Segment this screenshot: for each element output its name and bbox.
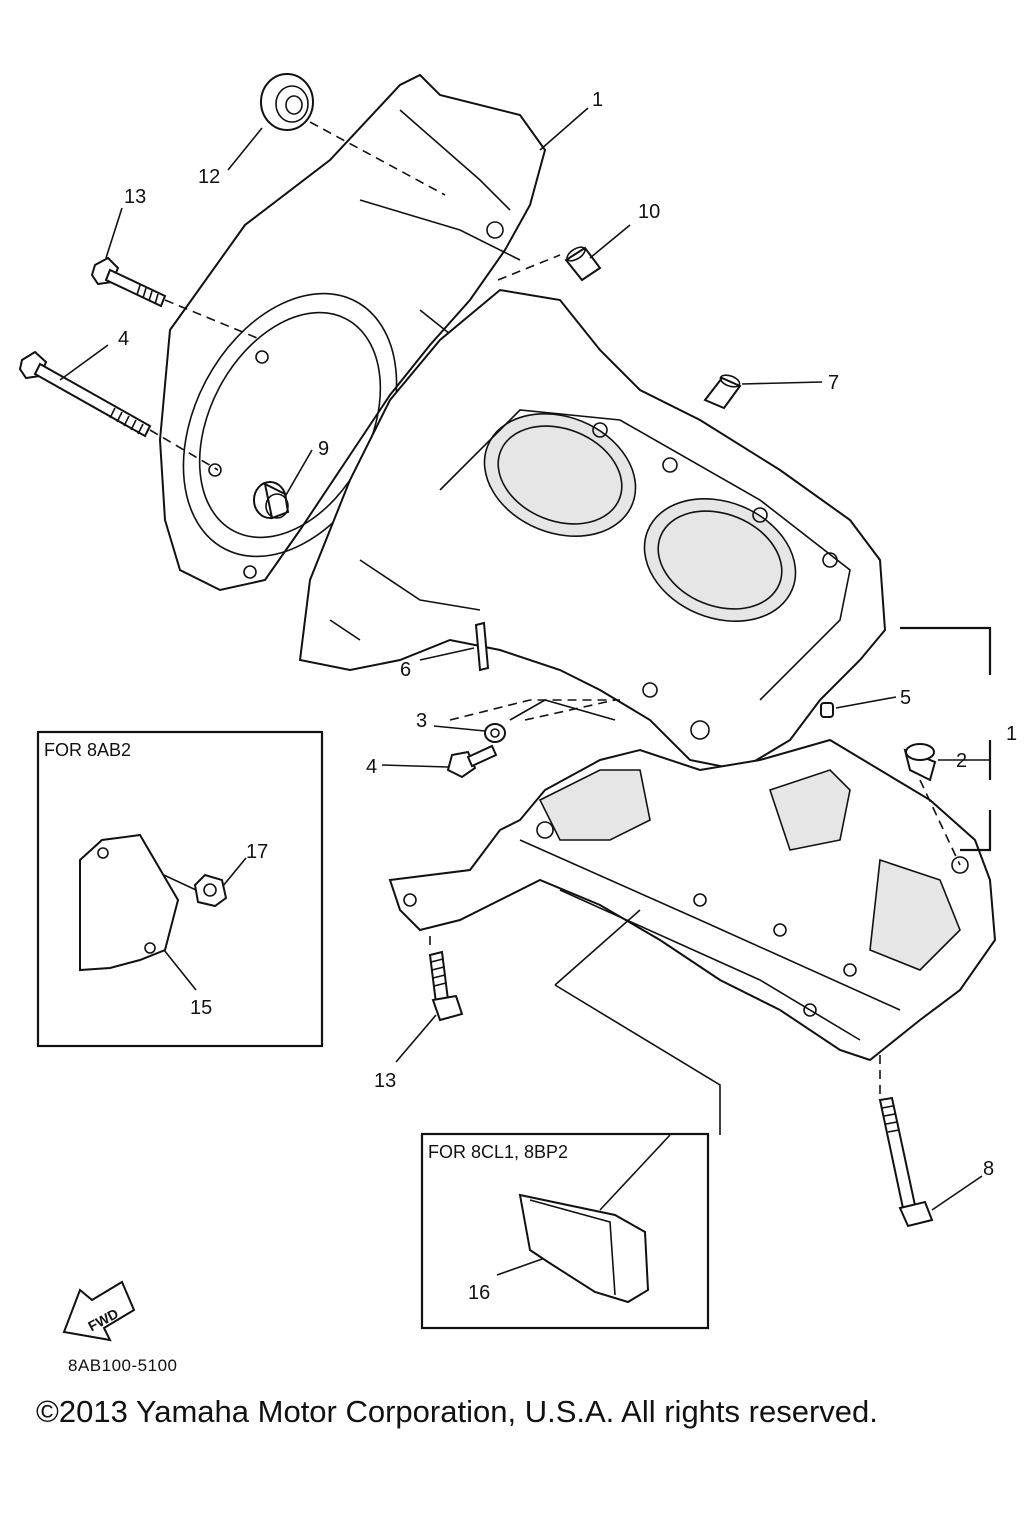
callout-3: 3: [416, 710, 427, 732]
callout-labels: 1 1 2 3 4 4 5 6 7 8 9 10 12 13 13 15 16 …: [118, 89, 1017, 1304]
bolt-bottom-part: [428, 950, 464, 1022]
callout-15: 15: [190, 997, 212, 1019]
crankcase-cover-drawing: [158, 73, 547, 592]
callout-1-top: 1: [592, 89, 603, 111]
long-bolt-part: [18, 350, 152, 438]
leader-lines: [59, 107, 992, 1276]
dowel-pin-part: [564, 246, 602, 282]
bearing-part: [260, 73, 314, 131]
callout-1-right: 1: [1006, 723, 1017, 745]
long-bolt-bottom-part: [878, 1096, 934, 1228]
callout-5: 5: [900, 687, 911, 709]
callout-4-bottom: 4: [366, 756, 377, 778]
callout-7: 7: [828, 372, 839, 394]
callout-2: 2: [956, 750, 967, 772]
callout-4-top: 4: [118, 328, 129, 350]
plug-part: [703, 374, 742, 410]
inset-8ab2: FOR 8AB2: [36, 730, 324, 1048]
callout-13-bottom: 13: [374, 1070, 396, 1092]
callout-9: 9: [318, 438, 329, 460]
callout-6: 6: [400, 659, 411, 681]
cap-part: [903, 743, 937, 782]
callout-13-top: 13: [124, 186, 146, 208]
bolt-top-part: [90, 256, 167, 308]
callout-10: 10: [638, 201, 660, 223]
inset-8cl1: FOR 8CL1, 8BP2: [420, 1132, 710, 1330]
fwd-arrow-icon: FWD: [62, 1280, 136, 1342]
pin-part: [474, 621, 490, 672]
small-pin-part: [820, 702, 834, 718]
washer-part: [484, 723, 506, 743]
inset-8ab2-title: FOR 8AB2: [44, 740, 131, 760]
lower-crankcase-drawing: [388, 738, 997, 1062]
callout-12: 12: [198, 166, 220, 188]
bushing-part: [253, 481, 290, 520]
short-bolt-part: [446, 744, 498, 779]
callout-8: 8: [983, 1158, 994, 1180]
copyright-notice: ©2013 Yamaha Motor Corporation, U.S.A. A…: [36, 1394, 878, 1429]
inset-8cl1-title: FOR 8CL1, 8BP2: [428, 1142, 568, 1162]
callout-16: 16: [468, 1282, 490, 1304]
upper-crankcase-drawing: [298, 288, 887, 772]
diagram-code: 8AB100-5100: [68, 1356, 178, 1375]
callout-17: 17: [246, 841, 268, 863]
